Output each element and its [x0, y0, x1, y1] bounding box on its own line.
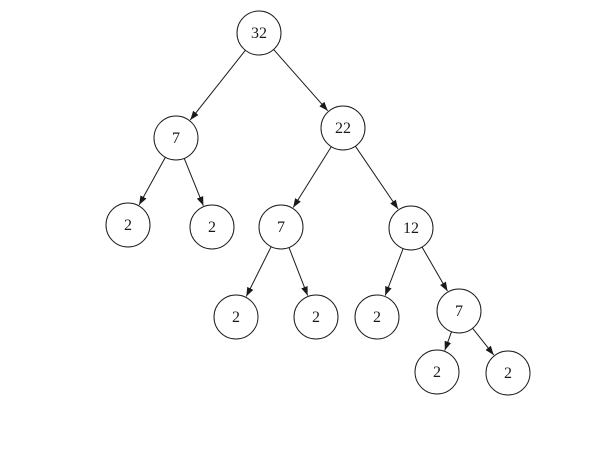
- tree-node-n8: 2: [213, 294, 259, 340]
- tree-edge-n3-n6: [292, 146, 332, 208]
- tree-edge-n7-n11: [421, 246, 448, 292]
- tree-node-circle: [320, 105, 366, 151]
- tree-node-n12: 2: [414, 349, 460, 395]
- tree-node-n4: 2: [105, 202, 151, 248]
- tree-edge-n2-n5: [183, 158, 204, 206]
- tree-node-label: 12: [403, 220, 419, 237]
- tree-edge-n7-n10: [384, 248, 404, 296]
- tree-edge-n11-n12: [444, 331, 453, 351]
- tree-node-circle: [105, 202, 151, 248]
- tree-edge-n6-n9: [288, 247, 309, 296]
- tree-node-label: 2: [373, 309, 381, 326]
- tree-node-n13: 2: [485, 350, 531, 396]
- tree-node-n2: 7: [153, 115, 199, 161]
- tree-node-circle: [258, 204, 304, 250]
- tree-node-label: 2: [232, 309, 240, 326]
- tree-node-n9: 2: [293, 294, 339, 340]
- tree-node-label: 7: [172, 130, 180, 147]
- tree-node-circle: [414, 349, 460, 395]
- tree-node-label: 2: [433, 364, 441, 381]
- tree-node-n10: 2: [354, 294, 400, 340]
- tree-edge-n3-n7: [354, 145, 399, 210]
- tree-edge-n1-n2: [189, 49, 246, 121]
- tree-node-label: 2: [504, 365, 512, 382]
- tree-node-n5: 2: [189, 204, 235, 250]
- tree-node-label: 7: [455, 303, 463, 320]
- tree-node-n6: 7: [258, 204, 304, 250]
- tree-node-circle: [485, 350, 531, 396]
- tree-edge-n6-n8: [245, 246, 272, 297]
- tree-node-circle: [236, 10, 282, 56]
- tree-node-circle: [153, 115, 199, 161]
- tree-node-circle: [436, 288, 482, 334]
- tree-node-n7: 12: [388, 205, 434, 251]
- tree-node-label: 32: [251, 25, 267, 42]
- tree-node-circle: [354, 294, 400, 340]
- tree-node-label: 7: [277, 219, 285, 236]
- tree-node-n11: 7: [436, 288, 482, 334]
- tree-node-circle: [293, 294, 339, 340]
- tree-node-circle: [388, 205, 434, 251]
- tree-node-circle: [213, 294, 259, 340]
- tree-node-label: 2: [208, 219, 216, 236]
- tree-node-n1: 32: [236, 10, 282, 56]
- tree-node-label: 22: [335, 120, 351, 137]
- tree-node-n3: 22: [320, 105, 366, 151]
- tree-edge-n11-n13: [472, 327, 495, 356]
- tree-edge-n2-n4: [138, 157, 166, 206]
- tree-edge-n1-n3: [273, 49, 329, 112]
- tree-node-label: 2: [124, 217, 132, 234]
- tree-node-circle: [189, 204, 235, 250]
- tree-node-label: 2: [312, 309, 320, 326]
